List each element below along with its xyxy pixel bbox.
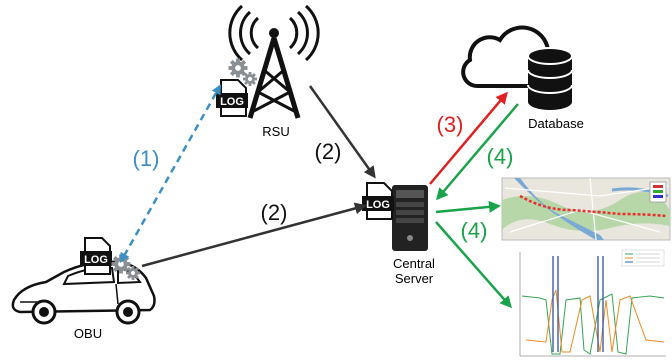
arrow-step-4-chart (435, 221, 512, 309)
database-cylinder-icon (527, 47, 573, 110)
chart-thumbnail (514, 246, 668, 360)
arrow-step-1 (120, 84, 222, 263)
arrow-step-4-map (435, 200, 501, 214)
server-tower-icon (392, 185, 428, 251)
log-text: LOG (220, 96, 244, 108)
arrow-step-2-rsu (308, 85, 376, 179)
radio-tower-icon (228, 4, 320, 119)
step-3-label: (3) (437, 112, 464, 137)
car-icon (11, 260, 156, 325)
arrow-step-4-db (436, 103, 519, 201)
step-4-db-label: (4) (487, 144, 514, 169)
server-label-line2: Server (395, 271, 434, 286)
obu-label: OBU (74, 326, 102, 341)
log-file-icon: LOG (80, 237, 112, 275)
log-text: LOG (366, 199, 390, 211)
step-2-rsu-label: (2) (315, 139, 342, 164)
arrow-step-2-obu (141, 202, 367, 268)
step-4-viz-label: (4) (461, 218, 488, 243)
step-1-label: (1) (133, 146, 160, 171)
log-text: LOG (84, 254, 108, 266)
rsu-label: RSU (262, 124, 289, 139)
server-label-line1: Central (393, 256, 435, 271)
step-2-obu-label: (2) (261, 200, 288, 225)
log-file-icon: LOG (216, 79, 248, 117)
log-file-icon: LOG (362, 182, 394, 220)
database-label: Database (528, 116, 584, 131)
map-thumbnail (501, 177, 671, 241)
arrow-step-3 (429, 91, 508, 185)
